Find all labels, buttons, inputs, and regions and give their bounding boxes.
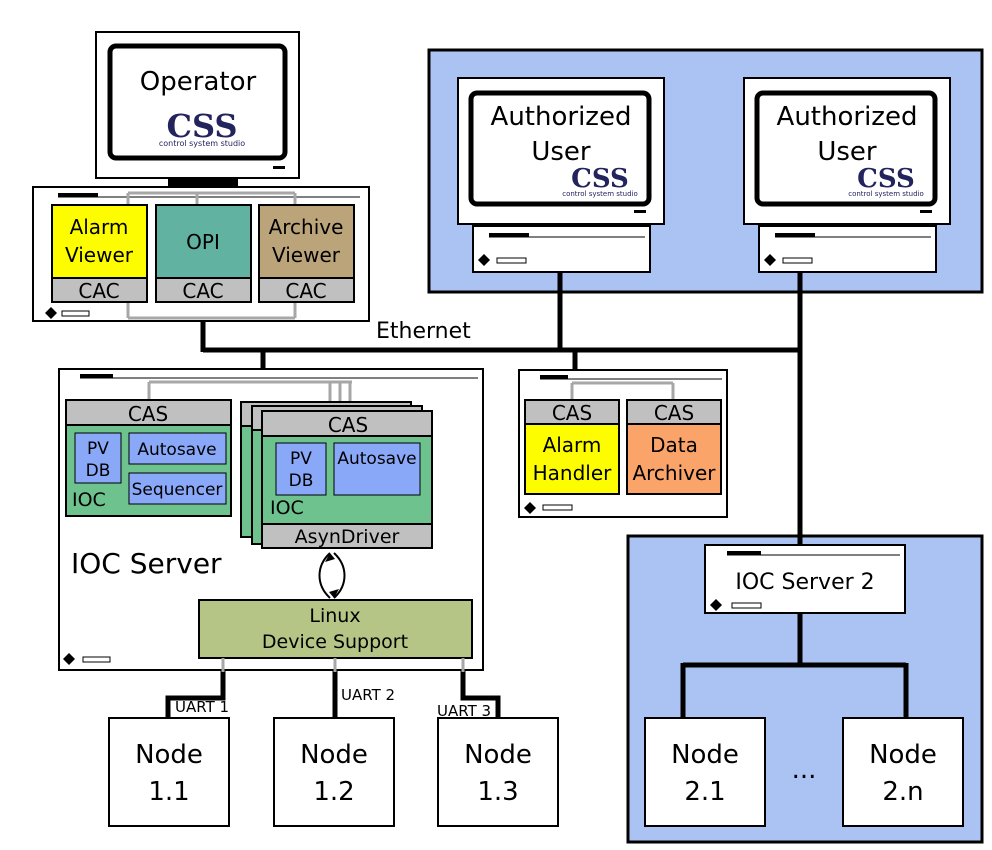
svg-text:IOC: IOC: [72, 489, 106, 511]
svg-text:1.2: 1.2: [313, 777, 354, 807]
services-power-icon: [524, 502, 536, 514]
svg-text:Sequencer: Sequencer: [132, 480, 223, 500]
ioc-server-2-power-icon: [710, 599, 722, 611]
uart-1-label: UART 1: [175, 698, 229, 716]
svg-text:OPI: OPI: [186, 230, 220, 254]
svg-text:User: User: [817, 137, 877, 167]
node-1-2: Node 1.2: [273, 717, 395, 827]
nodes-ellipsis: ...: [792, 755, 817, 785]
user-1-css-subtitle: control system studio: [562, 190, 638, 198]
operator-drive-slot: [58, 193, 98, 197]
svg-text:CAS: CAS: [552, 401, 592, 425]
svg-text:Node: Node: [671, 740, 739, 770]
opi-app: OPI CAC: [155, 204, 252, 303]
svg-text:CAC: CAC: [182, 279, 223, 303]
archive-viewer-app: Archive Viewer CAC: [258, 204, 355, 303]
svg-text:1.3: 1.3: [477, 777, 518, 807]
operator-monitor-screen: [107, 43, 288, 161]
operator-label: Operator: [140, 67, 257, 97]
data-archiver-app: CAS Data Archiver: [626, 399, 722, 495]
node-2-n: Node 2.n: [842, 717, 964, 827]
uart-3-label: UART 3: [437, 702, 491, 720]
user-2-css-logo: CSS: [857, 164, 915, 194]
svg-text:AsynDriver: AsynDriver: [295, 526, 400, 548]
svg-text:Authorized: Authorized: [491, 102, 632, 132]
svg-text:PV: PV: [87, 439, 109, 459]
svg-text:Alarm: Alarm: [543, 433, 602, 457]
svg-text:Autosave: Autosave: [137, 440, 216, 460]
svg-text:Alarm: Alarm: [70, 215, 129, 239]
operator-monitor-stand: [168, 178, 238, 186]
svg-text:2.n: 2.n: [882, 777, 923, 807]
svg-text:DB: DB: [86, 461, 111, 481]
svg-text:Viewer: Viewer: [272, 243, 341, 267]
ioc-server: CAS PV DB Autosave Sequencer IOC CAS PV …: [58, 368, 484, 671]
operator-monitor-button: [273, 166, 285, 169]
svg-text:Archive: Archive: [269, 215, 344, 239]
svg-text:2.1: 2.1: [684, 777, 725, 807]
user-1-css-logo: CSS: [571, 164, 629, 194]
operator-power-icon: [45, 307, 57, 319]
ioc-server-power-icon: [63, 653, 75, 665]
svg-text:DB: DB: [289, 471, 314, 491]
svg-text:Data: Data: [650, 433, 698, 457]
services-server: CAS Alarm Handler CAS Data Archiver: [518, 369, 728, 518]
device-support: [198, 599, 473, 659]
operator-disk-slot: [61, 310, 90, 317]
user-2-power-icon: [764, 254, 776, 266]
svg-text:IOC Server 2: IOC Server 2: [735, 570, 874, 595]
ethernet-label: Ethernet: [376, 319, 471, 344]
node-1-3: Node 1.3: [437, 717, 559, 827]
node-2-1: Node 2.1: [644, 717, 766, 827]
svg-text:Handler: Handler: [533, 461, 613, 485]
alarm-handler-app: CAS Alarm Handler: [524, 399, 620, 495]
ioc-server-label: IOC Server: [71, 547, 222, 580]
svg-text:IOC: IOC: [270, 497, 304, 519]
operator-workstation: Operator CSS control system studio Alarm…: [32, 31, 370, 322]
ioc-instance: CAS PV DB Autosave Sequencer IOC: [65, 399, 232, 517]
svg-text:CAS: CAS: [328, 413, 368, 437]
svg-text:CAS: CAS: [654, 401, 694, 425]
operator-css-subtitle: control system studio: [159, 139, 245, 148]
svg-text:Device Support: Device Support: [262, 631, 408, 653]
svg-text:CAS: CAS: [128, 402, 168, 426]
svg-text:Viewer: Viewer: [65, 243, 134, 267]
svg-text:Autosave: Autosave: [337, 449, 416, 469]
svg-text:CAC: CAC: [78, 279, 119, 303]
alarm-viewer-app: Alarm Viewer CAC: [51, 204, 148, 303]
svg-text:Node: Node: [300, 740, 368, 770]
svg-text:User: User: [531, 137, 591, 167]
ioc-instance-front: CAS PV DB Autosave IOC AsynDriver: [261, 410, 433, 549]
operator-internal-links: [126, 191, 297, 320]
authorized-user-workstation-1: Authorized User CSS control system studi…: [457, 77, 665, 273]
svg-text:Linux: Linux: [309, 605, 360, 627]
svg-text:Node: Node: [464, 740, 532, 770]
svg-text:CAC: CAC: [285, 279, 326, 303]
authorized-user-workstation-2: Authorized User CSS control system studi…: [743, 77, 951, 273]
svg-text:PV: PV: [290, 449, 312, 469]
svg-text:Authorized: Authorized: [777, 102, 918, 132]
uart-links: [165, 670, 501, 718]
svg-text:Node: Node: [869, 740, 937, 770]
svg-text:Node: Node: [135, 740, 203, 770]
ioc-server-2: IOC Server 2: [704, 544, 906, 614]
operator-css-logo: CSS: [167, 107, 238, 145]
node-1-1: Node 1.1: [108, 717, 230, 827]
user-2-css-subtitle: control system studio: [848, 190, 924, 198]
svg-text:1.1: 1.1: [148, 777, 189, 807]
svg-text:Archiver: Archiver: [632, 461, 716, 485]
uart-2-label: UART 2: [341, 686, 395, 704]
driver-device-arrows: [318, 552, 346, 599]
user-1-power-icon: [478, 254, 490, 266]
